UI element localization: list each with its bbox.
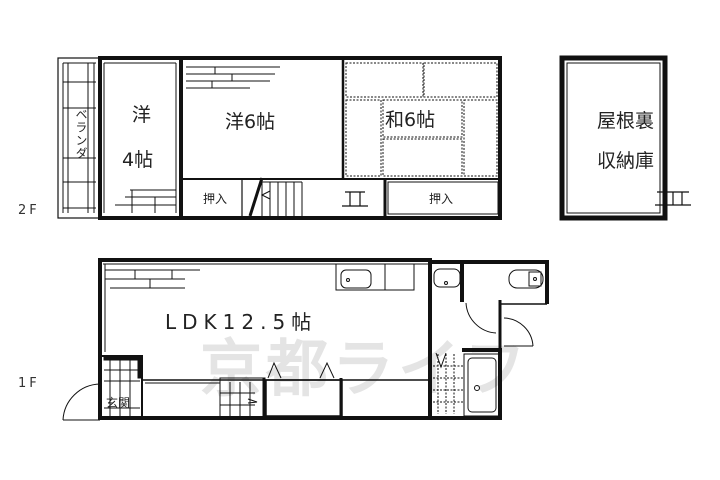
room-label-attic-bottom: 収納庫 xyxy=(597,146,654,173)
floor-label-1f: 1F xyxy=(18,376,40,391)
room-label-ldk: LDK12.5帖 xyxy=(165,306,317,335)
floor-label-2f: 2F xyxy=(18,203,40,218)
room-label-western-4-bottom: 4帖 xyxy=(122,145,153,172)
room-label-attic-top: 屋根裏 xyxy=(597,106,654,133)
room-label-western-6: 洋6帖 xyxy=(225,107,275,134)
room-label-western-4-top: 洋 xyxy=(132,100,151,127)
room-label-closet-left: 押入 xyxy=(203,190,227,207)
room-label-veranda: ベランダ xyxy=(73,108,90,160)
room-label-entrance: 玄関 xyxy=(106,394,130,411)
room-label-japanese-6: 和6帖 xyxy=(385,105,435,132)
room-label-closet-right: 押入 xyxy=(429,190,453,207)
